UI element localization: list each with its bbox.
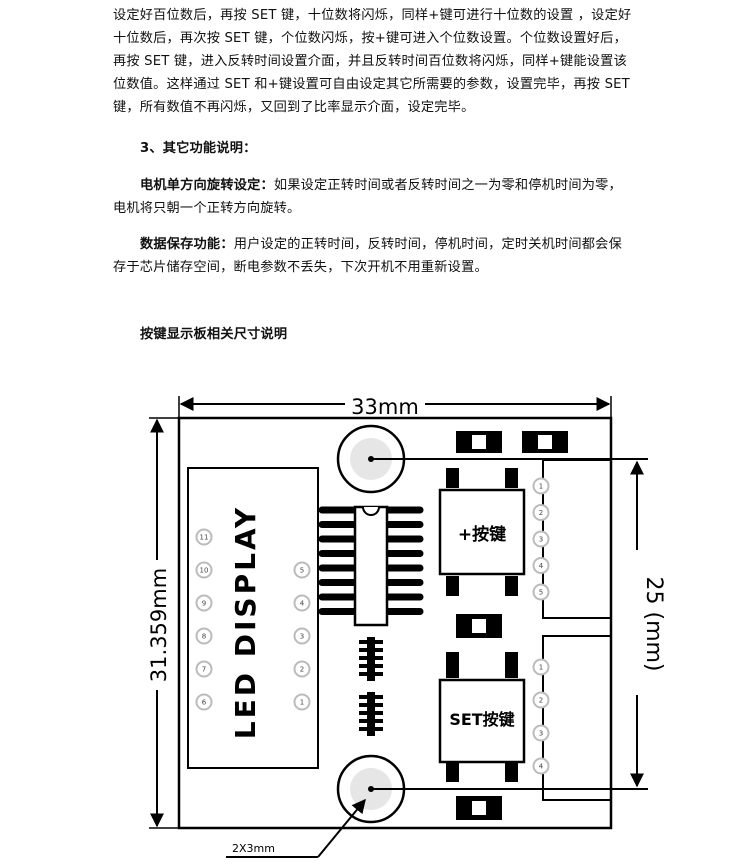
height-dimension-label: 31.359mm [147, 568, 171, 682]
display-pin-right: 4 [293, 594, 311, 612]
svg-text:3: 3 [539, 730, 543, 738]
svg-text:11: 11 [200, 534, 209, 542]
svg-text:2: 2 [539, 697, 543, 705]
feature-text-single-direction: 如果设定正转时间或者反转时间之一为零和停机时间为零，电机将只朝一个正转方向旋转。 [113, 178, 622, 216]
connector-top-pin: 1 [532, 477, 550, 495]
connector-top-pin: 2 [532, 504, 550, 521]
plus-button-switch: +按键 [438, 468, 526, 596]
feature-text-data-save: 用户设定的正转时间，反转时间，停机时间，定时关机时间都会保存于芯片储存空间，断电… [113, 237, 622, 275]
connector-bottom-pin: 1 [532, 658, 550, 676]
svg-text:1: 1 [539, 483, 543, 491]
led-display-label: LED DISPLAY [229, 505, 262, 739]
display-pin-right: 3 [293, 627, 311, 645]
display-pin-right: 1 [293, 693, 311, 711]
svg-text:3: 3 [300, 633, 304, 641]
svg-text:8: 8 [202, 633, 206, 641]
connector-bottom-pin: 4 [532, 757, 550, 775]
connector-bottom-pin: 3 [532, 724, 550, 742]
width-dimension-label: 33mm [351, 395, 419, 419]
plus-button-label: +按键 [458, 524, 506, 545]
display-pin-left: 6 [195, 693, 213, 711]
set-button-label: SET按键 [449, 710, 514, 729]
display-pin-left: 7 [195, 660, 213, 678]
svg-text:2: 2 [300, 666, 304, 674]
connector-top-pin: 5 [532, 583, 550, 601]
smd-resistor-top-right [522, 431, 568, 453]
section-heading-other-functions: 3、其它功能说明： [140, 141, 257, 156]
hole-spacing-label: 25 (mm) [641, 576, 666, 671]
smd-resistor-middle [456, 614, 502, 638]
svg-text:7: 7 [202, 666, 206, 674]
paragraph-data-save: 数据保存功能：用户设定的正转时间，反转时间，停机时间，定时关机时间都会保存于芯片… [113, 233, 633, 279]
feature-label-single-direction: 电机单方向旋转设定： [140, 178, 274, 193]
display-pin-right: 2 [293, 660, 311, 678]
feature-label-data-save: 数据保存功能： [140, 237, 234, 252]
smd-resistor-bottom [456, 796, 502, 820]
svg-text:10: 10 [200, 567, 209, 575]
connector-top-pin: 4 [532, 557, 550, 574]
svg-text:6: 6 [202, 699, 207, 707]
smd-resistor-top-left [456, 431, 502, 453]
paragraph-single-direction: 电机单方向旋转设定：如果设定正转时间或者反转时间之一为零和停机时间为零，电机将只… [113, 174, 633, 220]
set-button-switch: SET按键 [438, 652, 526, 782]
svg-text:5: 5 [300, 567, 304, 575]
display-pin-right: 5 [293, 561, 311, 579]
diagram-heading: 按键显示板相关尺寸说明 [140, 327, 288, 342]
svg-text:1: 1 [300, 699, 304, 707]
svg-text:4: 4 [539, 562, 544, 570]
display-pin-left: 10 [195, 561, 213, 579]
hole-size-label: 2X3mm [232, 842, 275, 855]
ic-chip [318, 505, 424, 627]
led-display-module [187, 467, 319, 769]
smd-chip-upper [359, 637, 383, 681]
svg-text:9: 9 [202, 600, 206, 608]
svg-text:1: 1 [539, 664, 543, 672]
connector-top-pin: 3 [532, 530, 550, 548]
svg-text:4: 4 [539, 763, 544, 771]
svg-text:3: 3 [539, 536, 543, 544]
display-pin-left: 9 [195, 594, 213, 612]
svg-text:2: 2 [539, 509, 543, 517]
display-pin-left: 11 [195, 528, 213, 546]
svg-text:5: 5 [539, 589, 543, 597]
paragraph-setting-steps: 设定好百位数后，再按 SET 键，十位数将闪烁，同样+键可进行十位数的设置 ，设… [113, 8, 632, 115]
smd-chip-lower [359, 692, 383, 736]
connector-bottom-pin: 2 [532, 691, 550, 709]
svg-text:4: 4 [300, 600, 305, 608]
connector-bottom [542, 635, 611, 801]
display-pin-left: 8 [195, 627, 213, 645]
